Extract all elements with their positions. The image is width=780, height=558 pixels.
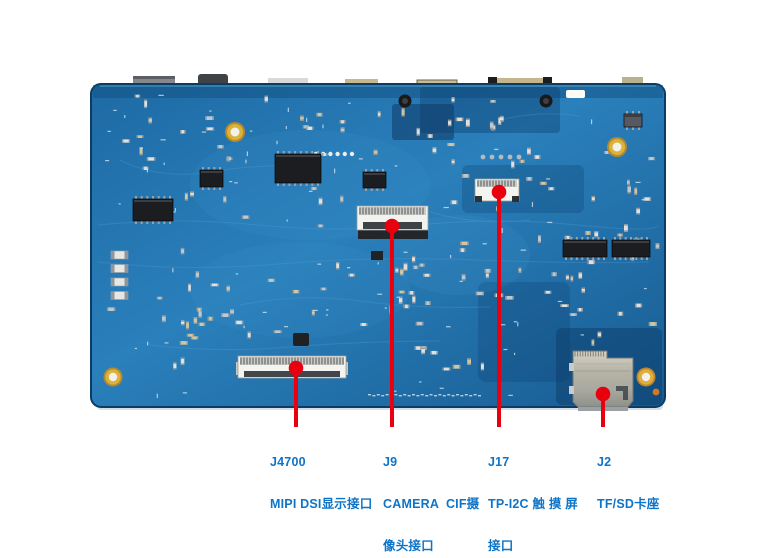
misc-parts <box>293 90 585 346</box>
ic-chip <box>362 169 387 191</box>
callout-dot-j17 <box>491 184 507 200</box>
mounting-hole <box>607 137 627 157</box>
board <box>90 83 666 408</box>
mounting-hole <box>103 367 123 387</box>
ic-chip <box>623 111 643 130</box>
micro-usb-edge <box>622 77 643 86</box>
ic-chip <box>562 237 608 260</box>
black-cap <box>293 333 309 346</box>
mounting-hole <box>225 122 245 142</box>
callout-dot-j2 <box>595 386 611 402</box>
top-port-6 <box>497 78 543 86</box>
top-port-1-shade <box>133 76 175 79</box>
led <box>566 90 585 98</box>
card-notch <box>616 386 628 400</box>
top-port-1 <box>133 76 175 86</box>
solder-pad-layer <box>313 151 522 160</box>
mounting-hole <box>636 367 656 387</box>
callout-overlay <box>288 184 611 427</box>
top-port-6-nub-r <box>543 77 552 86</box>
small-black-part <box>371 251 383 260</box>
top-port-4 <box>345 79 378 86</box>
callout-dot-j9 <box>384 218 400 234</box>
ic-chip <box>199 167 224 190</box>
top-port-3 <box>268 78 308 86</box>
ic-chips <box>132 111 651 260</box>
orange-via <box>652 388 660 396</box>
mounting-holes <box>103 122 660 396</box>
ic-chip <box>132 196 174 224</box>
ic-chip <box>274 151 322 186</box>
top-port-6-nub-l <box>488 77 497 86</box>
ic-chip <box>611 237 651 260</box>
callout-dot-j4700 <box>288 360 304 376</box>
silkscreen-layer <box>105 94 647 399</box>
